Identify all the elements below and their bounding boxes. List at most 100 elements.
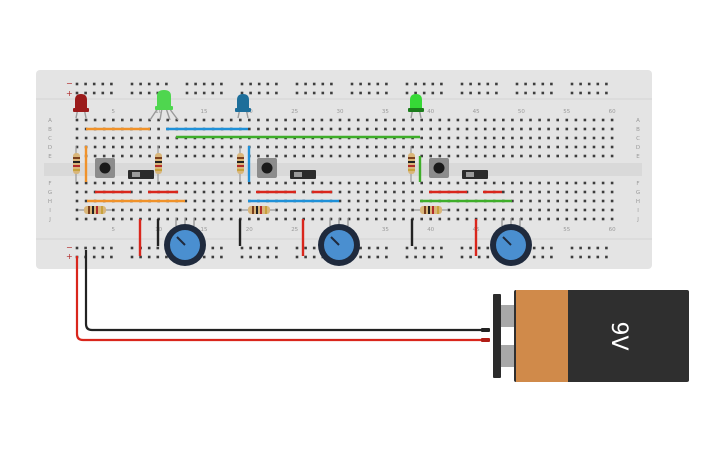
breadboard-hole[interactable] xyxy=(474,127,478,131)
breadboard-hole[interactable] xyxy=(601,145,605,149)
breadboard-hole[interactable] xyxy=(431,82,435,86)
breadboard-hole[interactable] xyxy=(320,118,324,122)
breadboard-hole[interactable] xyxy=(229,181,233,185)
breadboard-hole[interactable] xyxy=(605,255,608,259)
breadboard-hole[interactable] xyxy=(375,208,378,212)
breadboard-hole[interactable] xyxy=(422,246,426,250)
breadboard-hole[interactable] xyxy=(239,190,242,194)
breadboard-hole[interactable] xyxy=(565,145,569,149)
breadboard-hole[interactable] xyxy=(257,181,260,185)
breadboard-hole[interactable] xyxy=(229,118,233,122)
breadboard-hole[interactable] xyxy=(583,136,587,140)
breadboard-hole[interactable] xyxy=(556,181,559,185)
breadboard-hole[interactable] xyxy=(414,255,417,259)
breadboard-hole[interactable] xyxy=(556,118,559,122)
resistor-horizontal[interactable] xyxy=(242,206,276,214)
breadboard-hole[interactable] xyxy=(84,181,88,185)
breadboard-hole[interactable] xyxy=(249,82,252,86)
breadboard-hole[interactable] xyxy=(175,118,179,122)
breadboard-hole[interactable] xyxy=(574,145,578,149)
breadboard-hole[interactable] xyxy=(220,91,223,95)
breadboard-hole[interactable] xyxy=(75,82,79,86)
breadboard-hole[interactable] xyxy=(520,127,523,131)
breadboard-hole[interactable] xyxy=(547,145,550,149)
breadboard-hole[interactable] xyxy=(447,181,451,185)
breadboard-hole[interactable] xyxy=(384,199,387,203)
breadboard-hole[interactable] xyxy=(75,91,79,95)
breadboard-hole[interactable] xyxy=(112,145,115,149)
breadboard-hole[interactable] xyxy=(477,82,481,86)
breadboard-hole[interactable] xyxy=(75,118,79,122)
breadboard-hole[interactable] xyxy=(583,181,587,185)
breadboard-hole[interactable] xyxy=(429,136,432,140)
breadboard-hole[interactable] xyxy=(220,118,224,122)
breadboard-hole[interactable] xyxy=(75,127,79,131)
breadboard-hole[interactable] xyxy=(610,208,614,212)
breadboard-hole[interactable] xyxy=(477,91,481,95)
breadboard-hole[interactable] xyxy=(587,246,591,250)
breadboard-hole[interactable] xyxy=(511,127,514,131)
breadboard-hole[interactable] xyxy=(538,154,541,158)
breadboard-hole[interactable] xyxy=(275,246,278,250)
breadboard-hole[interactable] xyxy=(547,208,550,212)
led-blue[interactable] xyxy=(235,94,251,119)
breadboard-hole[interactable] xyxy=(460,91,464,95)
breadboard-hole[interactable] xyxy=(402,118,405,122)
breadboard-hole[interactable] xyxy=(520,136,523,140)
breadboard-hole[interactable] xyxy=(375,154,378,158)
breadboard-hole[interactable] xyxy=(431,91,435,95)
breadboard-hole[interactable] xyxy=(193,154,197,158)
breadboard-hole[interactable] xyxy=(329,118,333,122)
breadboard-hole[interactable] xyxy=(166,118,169,122)
breadboard-hole[interactable] xyxy=(359,82,362,86)
breadboard-hole[interactable] xyxy=(229,208,233,212)
breadboard-hole[interactable] xyxy=(393,217,396,221)
breadboard-hole[interactable] xyxy=(376,91,380,95)
breadboard-hole[interactable] xyxy=(75,217,79,221)
breadboard-hole[interactable] xyxy=(93,181,97,185)
breadboard-hole[interactable] xyxy=(456,118,460,122)
breadboard-hole[interactable] xyxy=(266,91,270,95)
breadboard-hole[interactable] xyxy=(465,154,469,158)
breadboard-hole[interactable] xyxy=(495,82,498,86)
breadboard-hole[interactable] xyxy=(284,181,287,185)
breadboard-hole[interactable] xyxy=(202,145,206,149)
breadboard-hole[interactable] xyxy=(147,82,151,86)
breadboard-hole[interactable] xyxy=(538,118,541,122)
breadboard-hole[interactable] xyxy=(556,145,559,149)
resistor-vertical[interactable] xyxy=(237,146,244,182)
breadboard-hole[interactable] xyxy=(293,208,296,212)
breadboard-hole[interactable] xyxy=(414,91,417,95)
breadboard-hole[interactable] xyxy=(193,145,197,149)
breadboard-hole[interactable] xyxy=(483,154,487,158)
breadboard-hole[interactable] xyxy=(166,217,169,221)
breadboard-hole[interactable] xyxy=(447,127,451,131)
breadboard-hole[interactable] xyxy=(592,154,596,158)
breadboard-hole[interactable] xyxy=(202,217,206,221)
breadboard-hole[interactable] xyxy=(384,118,387,122)
breadboard-hole[interactable] xyxy=(175,181,179,185)
breadboard-hole[interactable] xyxy=(329,181,333,185)
breadboard-hole[interactable] xyxy=(112,154,115,158)
breadboard-hole[interactable] xyxy=(293,118,296,122)
breadboard-hole[interactable] xyxy=(139,82,142,86)
breadboard-hole[interactable] xyxy=(166,208,169,212)
breadboard-hole[interactable] xyxy=(538,199,541,203)
breadboard-hole[interactable] xyxy=(411,127,414,131)
breadboard-hole[interactable] xyxy=(148,181,151,185)
breadboard-hole[interactable] xyxy=(112,136,115,140)
breadboard-hole[interactable] xyxy=(605,82,608,86)
breadboard-hole[interactable] xyxy=(515,91,519,95)
breadboard-hole[interactable] xyxy=(320,127,324,131)
breadboard-hole[interactable] xyxy=(84,217,88,221)
breadboard-hole[interactable] xyxy=(570,91,574,95)
breadboard-hole[interactable] xyxy=(365,190,369,194)
breadboard-hole[interactable] xyxy=(220,199,224,203)
breadboard-hole[interactable] xyxy=(147,246,151,250)
breadboard-hole[interactable] xyxy=(601,181,605,185)
breadboard-hole[interactable] xyxy=(411,145,414,149)
breadboard-hole[interactable] xyxy=(211,217,215,221)
breadboard-hole[interactable] xyxy=(257,217,260,221)
breadboard-hole[interactable] xyxy=(193,190,197,194)
breadboard-hole[interactable] xyxy=(229,145,233,149)
